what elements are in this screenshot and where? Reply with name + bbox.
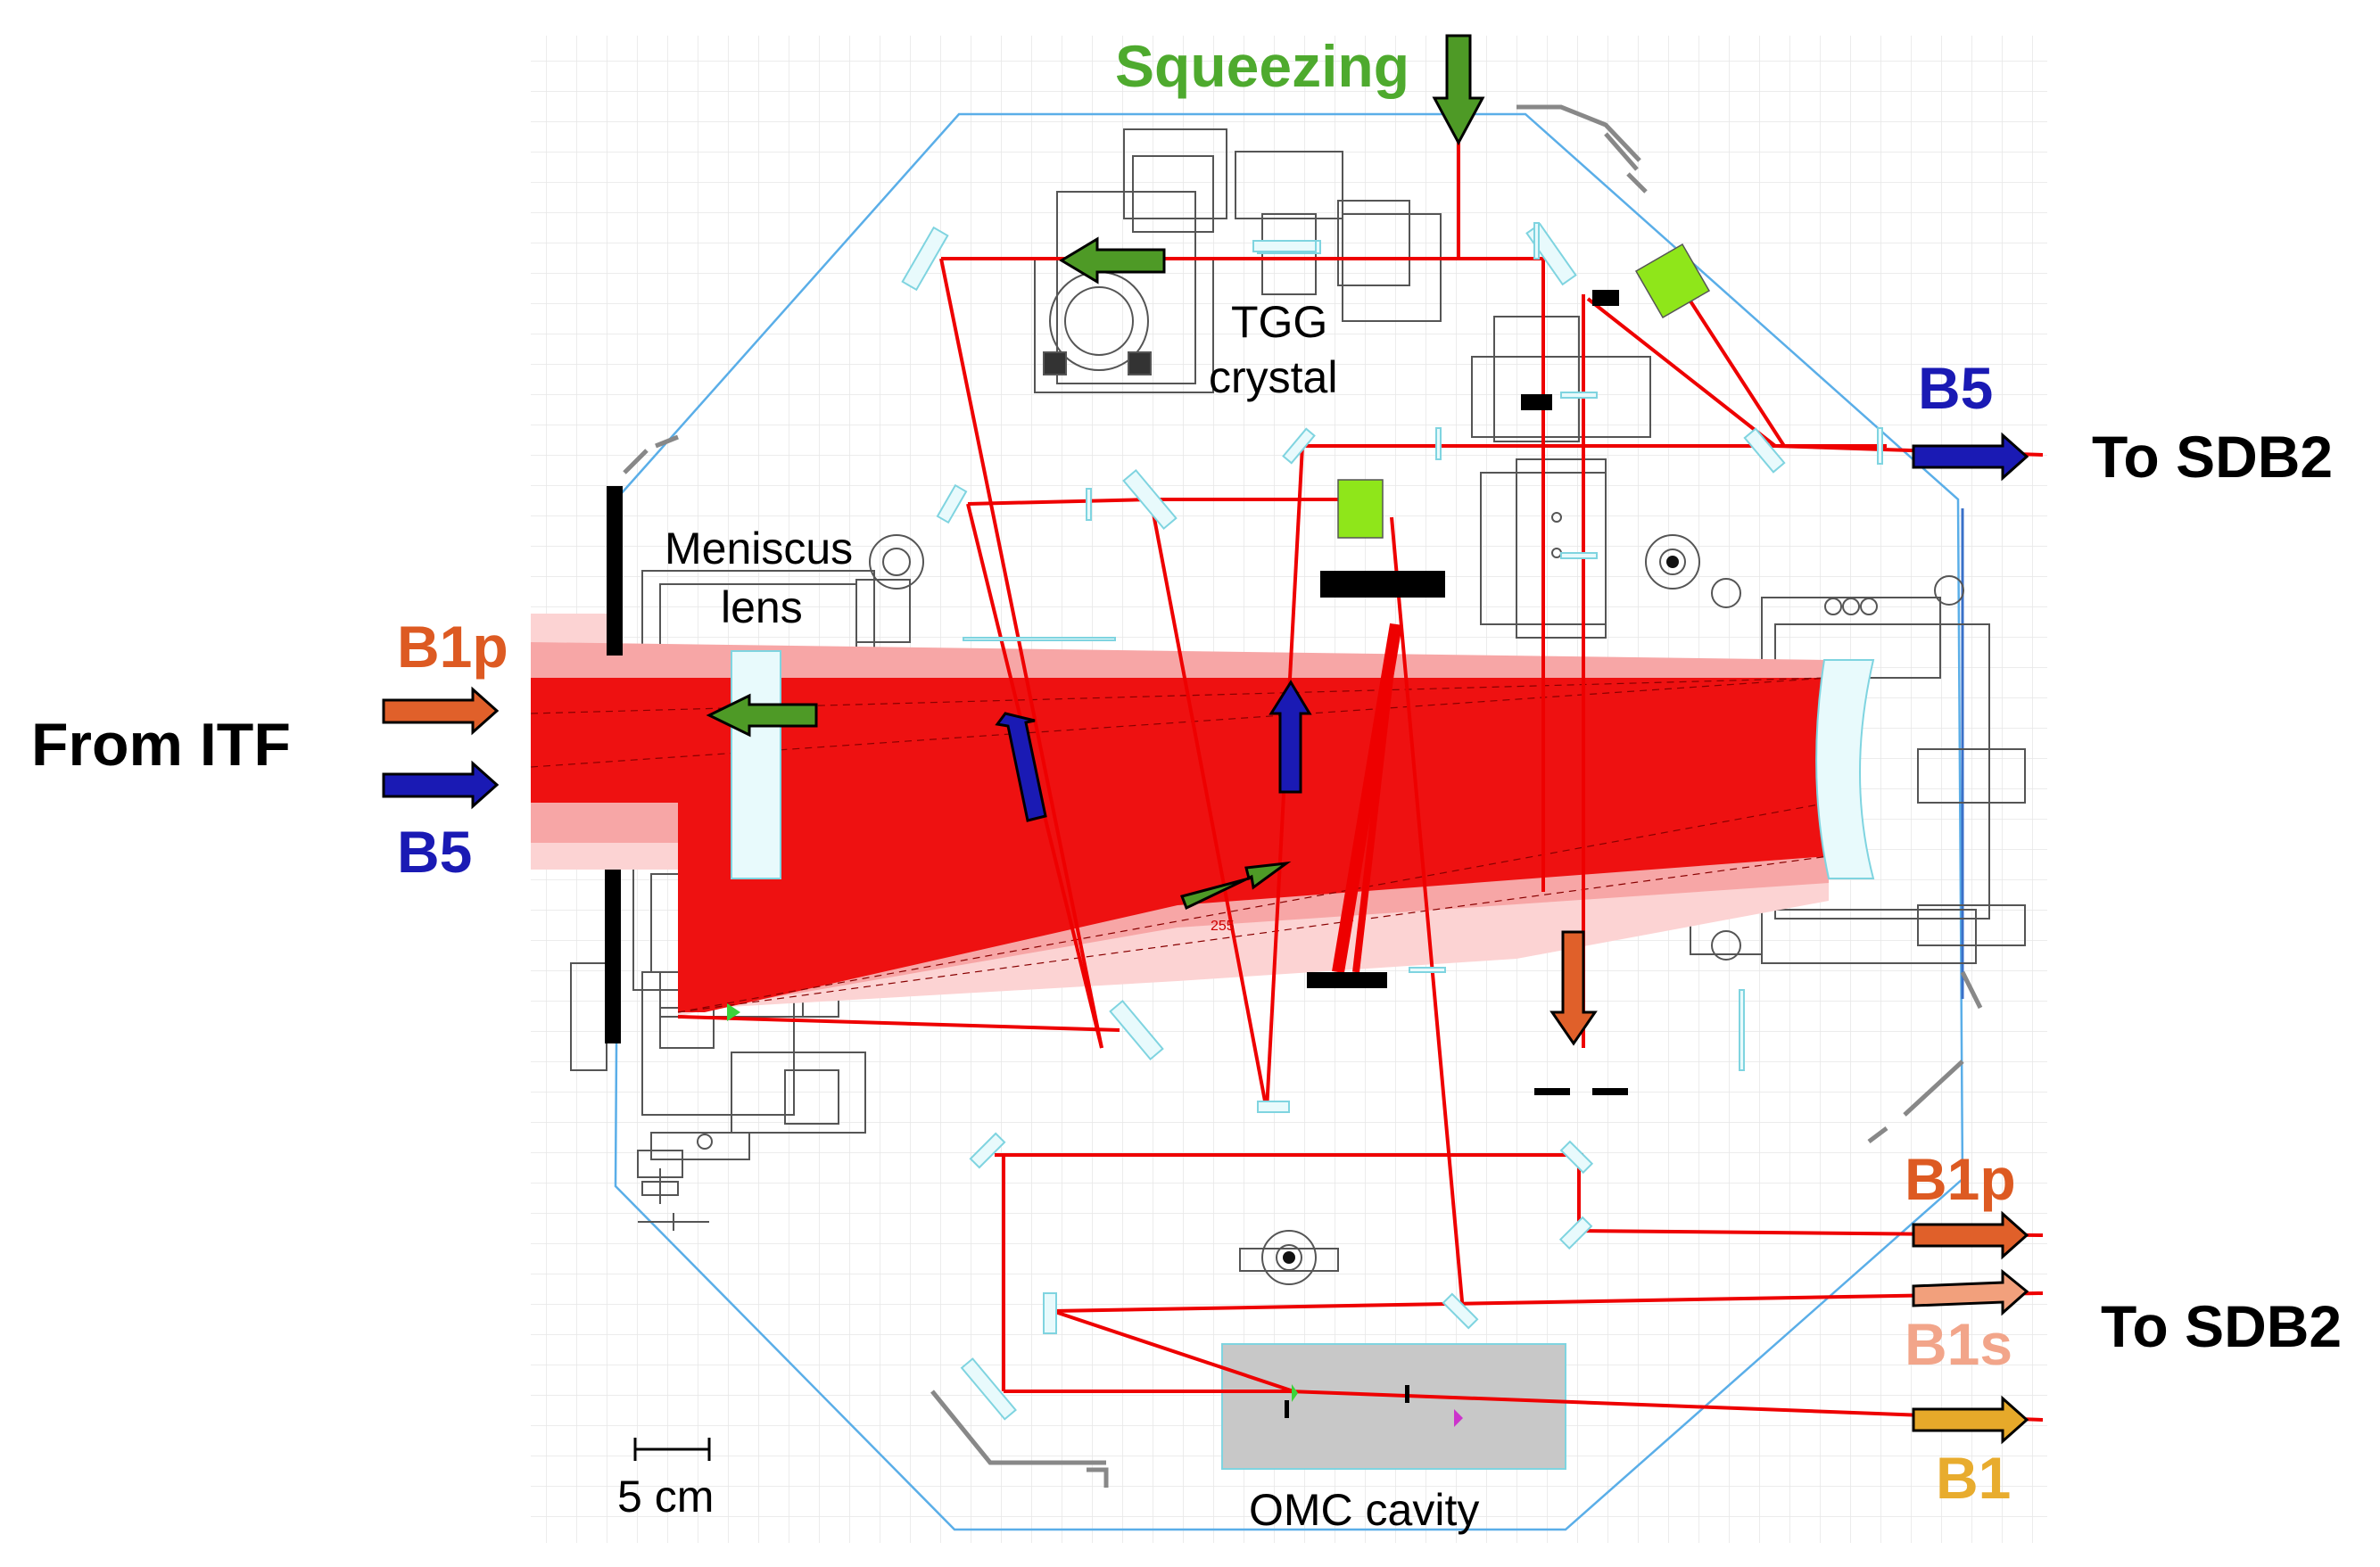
omc-cavity-box: [1221, 1343, 1566, 1470]
green-arrow-main: [706, 693, 818, 738]
blue-arrow-right-beam: [1269, 680, 1312, 794]
from-itf-label: From ITF: [31, 711, 291, 779]
black-baffles: [605, 290, 1628, 1418]
omc-mirror-marker: [1292, 1384, 1298, 1402]
b5-output-label: B5: [1918, 355, 1993, 421]
b1s-output-arrow: [1912, 1268, 2029, 1316]
vessel-flanges: [623, 104, 1983, 1488]
tgg-crystal-label-line2: crystal: [1209, 352, 1337, 402]
arrows: [382, 34, 2029, 1445]
b5-output-arrow: [1912, 432, 2029, 482]
scale-bar-label: 5 cm: [617, 1472, 714, 1522]
meniscus-lens-label-line2: lens: [721, 582, 803, 632]
vertical-beam: [1332, 623, 1402, 974]
curved-mirror: [1815, 659, 1875, 879]
b1p-output-arrow: [1912, 1210, 2029, 1260]
green-arrow-top: [1059, 236, 1166, 285]
squeezing-label: Squeezing: [1115, 33, 1409, 99]
to-sdb2-bottom-label: To SDB2: [2101, 1293, 2342, 1359]
b1p-input-arrow: [382, 686, 500, 736]
b1p-output-label: B1p: [1905, 1146, 2016, 1212]
optics: [731, 222, 1883, 1421]
omc-cavity-label: OMC cavity: [1249, 1485, 1479, 1535]
orange-arrow-down: [1549, 930, 1598, 1046]
tgg-crystal-label-line1: TGG: [1231, 297, 1327, 347]
mount-bolt: [1666, 556, 1679, 568]
b1-output-label: B1: [1936, 1445, 2011, 1511]
angle-mark-label: 255: [1211, 919, 1235, 934]
b5-input-arrow: [382, 760, 500, 810]
to-sdb2-top-label: To SDB2: [2092, 424, 2333, 490]
mirror-marker: [727, 1003, 740, 1021]
squeezing-arrow: [1432, 34, 1485, 146]
beam-dump-lime: [1337, 479, 1384, 539]
mount-bolt: [1283, 1251, 1295, 1264]
blue-arrow-left-beam: [995, 712, 1047, 822]
omc-mirror-marker: [1454, 1409, 1463, 1427]
scale-bar: [633, 1438, 711, 1461]
b1p-input-label: B1p: [397, 614, 508, 680]
main-beam: [530, 614, 1830, 1017]
meniscus-lens-label-line1: Meniscus: [665, 524, 853, 573]
b1-output-arrow: [1912, 1395, 2029, 1445]
b1s-output-label: B1s: [1905, 1311, 2012, 1377]
green-arrow-diagonal: [1180, 861, 1292, 911]
beam-dump-lime: [1634, 243, 1711, 319]
b5-input-label: B5: [397, 819, 472, 885]
